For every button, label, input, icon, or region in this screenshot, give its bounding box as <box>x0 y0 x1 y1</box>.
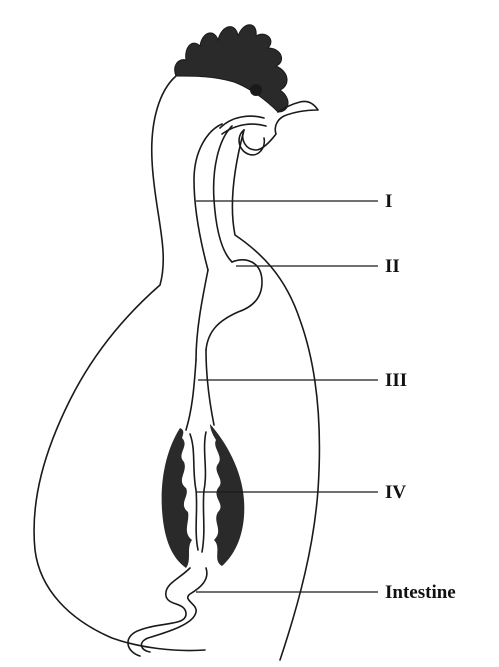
breast-outline <box>232 130 319 660</box>
label-I: I <box>385 191 392 212</box>
label-IV: IV <box>385 482 406 503</box>
label-III: III <box>385 370 407 391</box>
gizzard-right <box>210 424 244 566</box>
crop <box>206 260 262 350</box>
body-outline <box>34 76 205 651</box>
esophagus <box>194 124 232 270</box>
label-intestine: Intestine <box>385 582 456 603</box>
comb <box>175 25 288 112</box>
eye <box>250 84 262 96</box>
proventriculus <box>186 350 214 430</box>
intestine <box>128 568 207 656</box>
gizzard-left <box>162 428 192 568</box>
label-II: II <box>385 256 400 277</box>
